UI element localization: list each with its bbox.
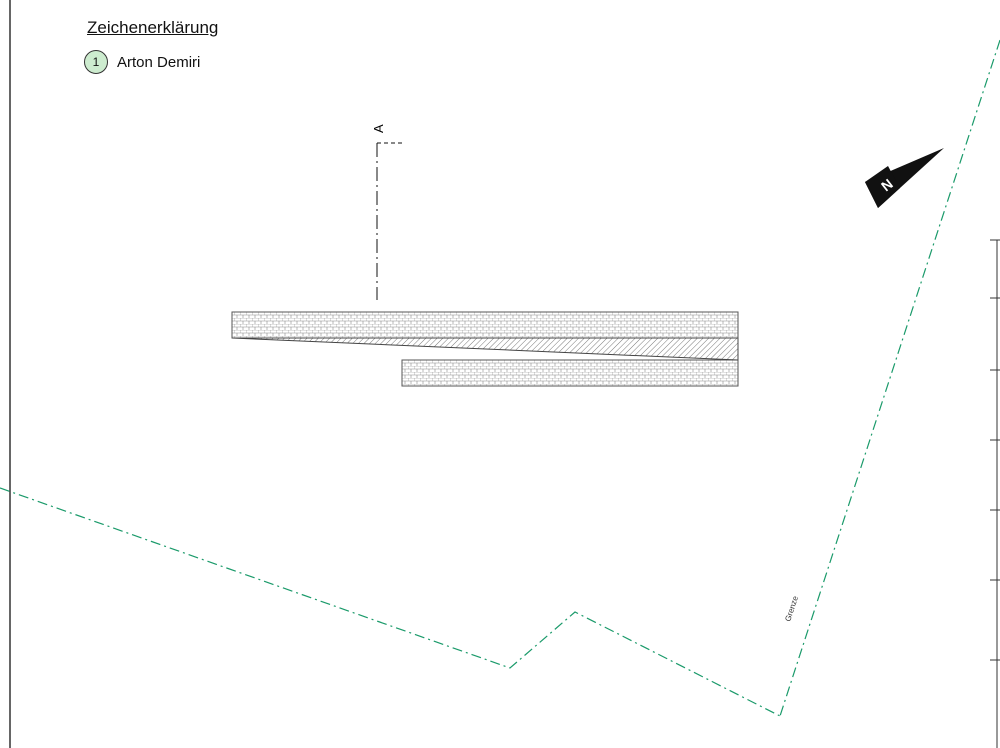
legend-item: 1 Arton Demiri xyxy=(84,50,200,74)
legend-label: Arton Demiri xyxy=(117,53,201,71)
property-boundary xyxy=(0,39,1000,717)
section-marker-top: A xyxy=(371,124,386,133)
wall-mass xyxy=(231,337,739,361)
right-frame-ticks xyxy=(990,239,1000,661)
north-arrow-icon: N xyxy=(865,148,944,208)
roof-tile-top xyxy=(231,311,739,339)
legend-badge: 1 xyxy=(84,50,108,74)
roof-tile-bottom xyxy=(401,359,739,387)
legend-title: Zeichenerklärung xyxy=(87,18,219,37)
